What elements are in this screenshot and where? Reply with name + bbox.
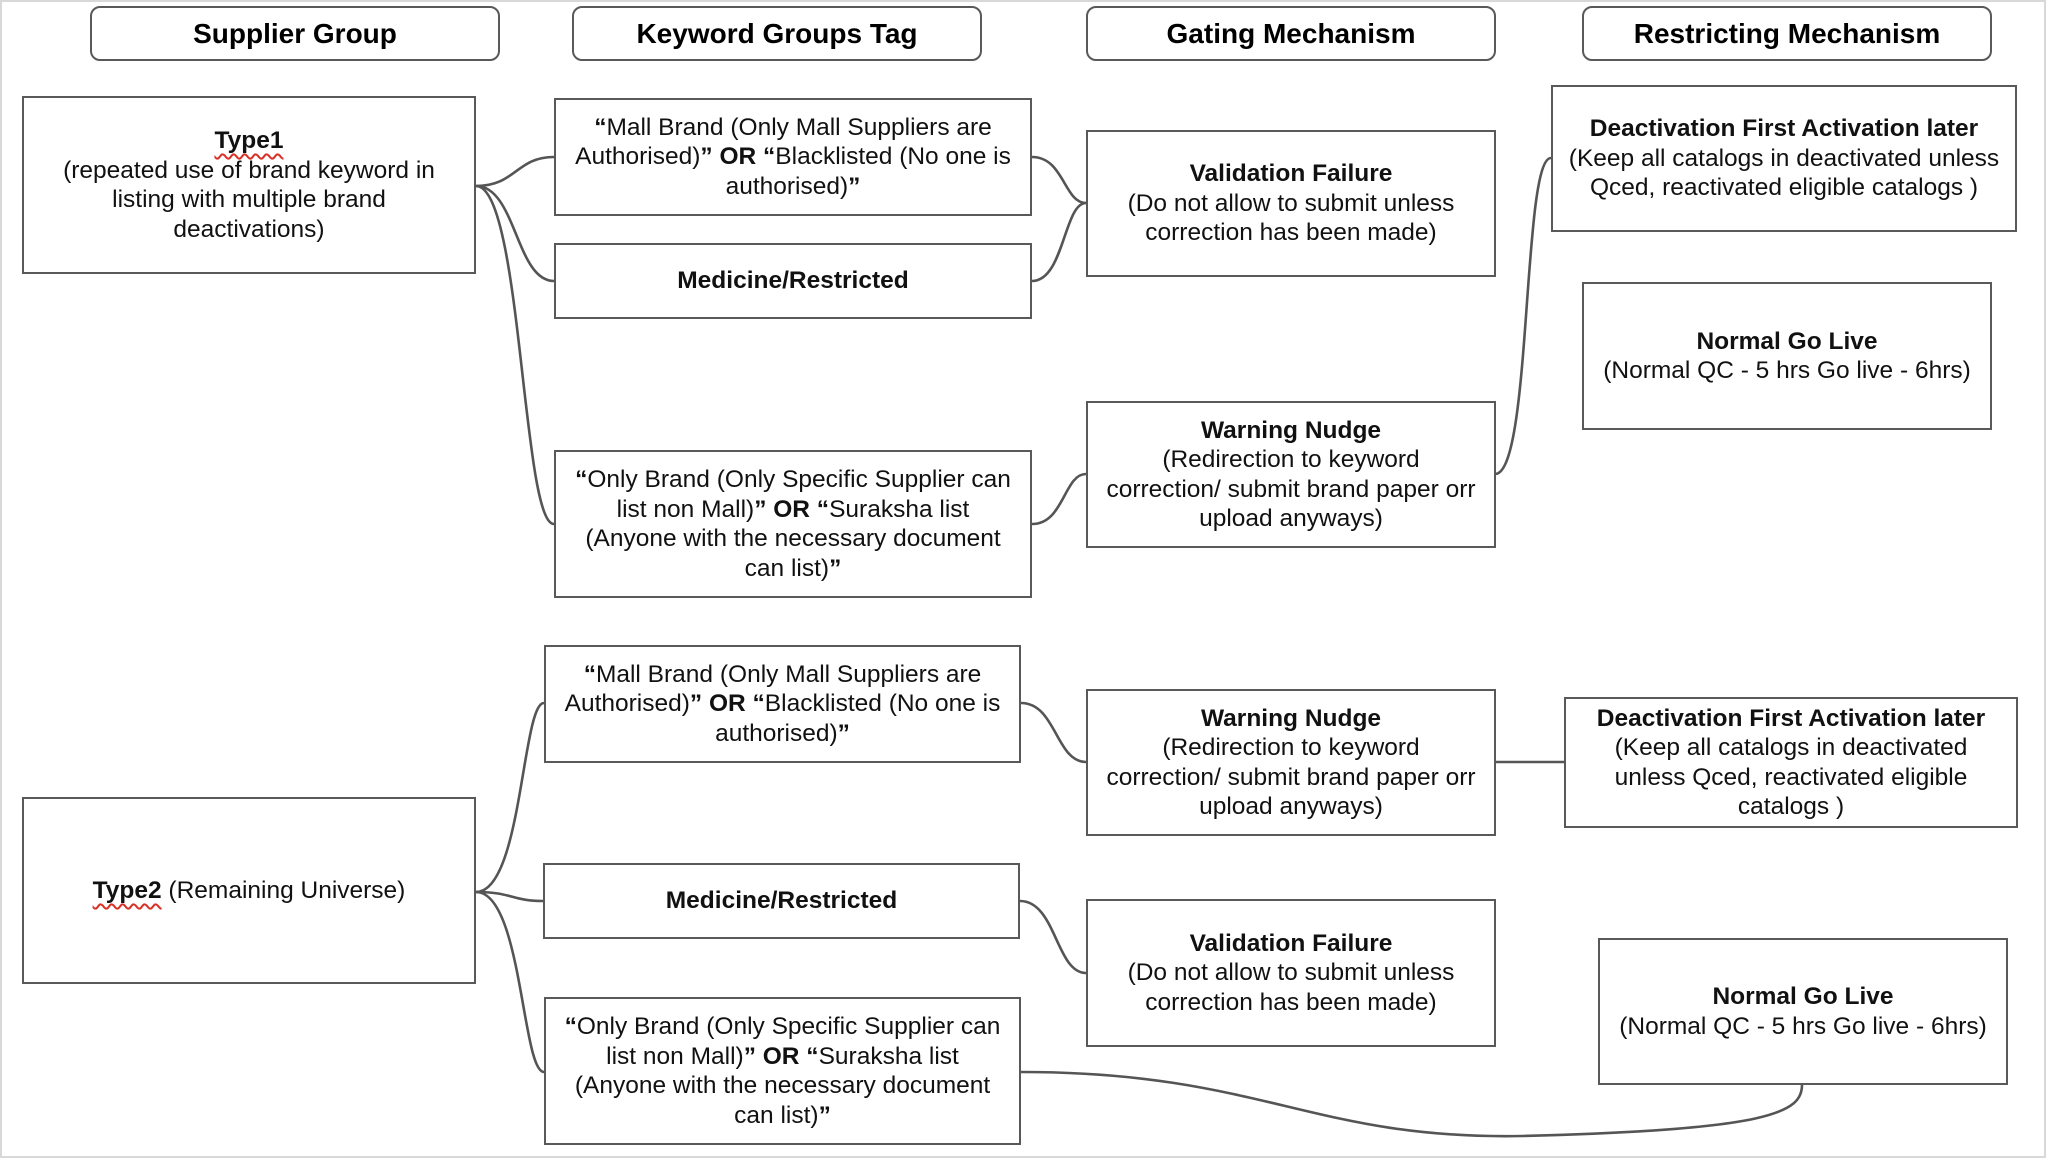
quote-open: “	[564, 1013, 577, 1040]
keyword-blacklisted: Blacklisted (No one is authorised)	[715, 690, 1001, 747]
gating-detail: (Do not allow to submit unless correctio…	[1127, 189, 1455, 247]
keyword-mall-blacklisted-type1: “Mall Brand (Only Mall Suppliers are Aut…	[554, 98, 1032, 216]
restricting-title: Normal Go Live	[1712, 983, 1894, 1010]
keyword-blacklisted: Blacklisted (No one is authorised)	[725, 143, 1011, 200]
restricting-detail: (Keep all catalogs in deactivated unless…	[1614, 734, 1968, 820]
header-supplier-group: Supplier Group	[90, 6, 500, 61]
gating-title: Warning Nudge	[1200, 704, 1382, 732]
connector-type1-to-mall	[475, 155, 555, 188]
keyword-mall-brand: Mall Brand (Only Mall Suppliers are Auth…	[564, 660, 982, 718]
gating-detail: (Redirection to keyword correction/ subm…	[1106, 734, 1476, 820]
restricting-detail: (Normal QC - 5 hrs Go live - 6hrs)	[1603, 357, 1971, 384]
keyword-or: ” OR “	[700, 143, 776, 171]
quote-open: “	[575, 466, 588, 493]
gating-title: Warning Nudge	[1200, 416, 1382, 444]
supplier-type1-name: Type1	[214, 127, 284, 154]
supplier-type1-description: (repeated use of brand keyword in listin…	[63, 156, 435, 243]
gating-validation-failure-type2: Validation Failure (Do not allow to subm…	[1086, 899, 1496, 1047]
restricting-deactivation-type1: Deactivation First Activation later (Kee…	[1551, 85, 2017, 232]
restricting-title: Deactivation First Activation later	[1596, 704, 1986, 732]
connector-t2-only-to-normal	[1020, 1070, 1804, 1138]
quote-close: ”	[837, 719, 850, 747]
connector-type2-to-only	[475, 890, 545, 1074]
connector-t2-mall-to-warning	[1020, 701, 1087, 764]
restricting-detail: (Normal QC - 5 hrs Go live - 6hrs)	[1619, 1012, 1987, 1040]
header-restricting-mechanism: Restricting Mechanism	[1582, 6, 1992, 61]
supplier-type2-box: Type2 (Remaining Universe)	[22, 797, 476, 984]
connector-t2-medicine-to-validation	[1019, 899, 1087, 975]
keyword-suraksha-list: Suraksha list (Anyone with the necessary…	[574, 1042, 991, 1129]
keyword-mall-brand: Mall Brand (Only Mall Suppliers are Auth…	[575, 113, 992, 171]
connector-type1-to-medicine	[475, 184, 555, 283]
keyword-only-suraksha-type1: “Only Brand (Only Specific Supplier can …	[554, 450, 1032, 598]
quote-close: ”	[829, 554, 842, 582]
restricting-normal-go-live-type2: Normal Go Live (Normal QC - 5 hrs Go liv…	[1598, 938, 2008, 1085]
gating-title: Validation Failure	[1189, 160, 1393, 188]
keyword-or: ” OR “	[689, 690, 765, 718]
restricting-title: Deactivation First Activation later	[1589, 115, 1979, 143]
keyword-medicine-label: Medicine/Restricted	[677, 267, 909, 295]
quote-open: “	[594, 113, 607, 141]
connector-medicine-to-validation	[1031, 201, 1087, 283]
supplier-type2-description: (Remaining Universe)	[161, 876, 406, 904]
keyword-or: ” OR “	[743, 1042, 819, 1070]
supplier-type2-name: Type2	[92, 876, 162, 904]
quote-open: “	[583, 660, 596, 688]
quote-close: ”	[818, 1101, 831, 1129]
gating-detail: (Redirection to keyword correction/ subm…	[1106, 446, 1476, 532]
keyword-medicine-restricted-type1: Medicine/Restricted	[554, 243, 1032, 319]
keyword-only-suraksha-type2: “Only Brand (Only Specific Supplier can …	[544, 997, 1021, 1145]
header-keyword-groups-tag: Keyword Groups Tag	[572, 6, 982, 61]
connector-type2-to-medicine	[475, 890, 544, 903]
connector-mall-to-validation	[1031, 155, 1087, 205]
connector-warning-to-deactivation	[1494, 156, 1552, 476]
connector-type1-to-only	[475, 184, 555, 526]
restricting-title: Normal Go Live	[1696, 327, 1878, 355]
supplier-type1-box: Type1 (repeated use of brand keyword in …	[22, 96, 476, 274]
keyword-mall-blacklisted-type2: “Mall Brand (Only Mall Suppliers are Aut…	[544, 645, 1021, 763]
gating-warning-nudge-type1: Warning Nudge (Redirection to keyword co…	[1086, 401, 1496, 548]
gating-warning-nudge-type2: Warning Nudge (Redirection to keyword co…	[1086, 689, 1496, 836]
restricting-deactivation-type2: Deactivation First Activation later (Kee…	[1564, 697, 2018, 828]
restricting-normal-go-live-type1: Normal Go Live (Normal QC - 5 hrs Go liv…	[1582, 282, 1992, 430]
keyword-suraksha-list: Suraksha list (Anyone with the necessary…	[585, 495, 1001, 582]
header-gating-mechanism: Gating Mechanism	[1086, 6, 1496, 61]
keyword-only-brand: Only Brand (Only Specific Supplier can l…	[587, 466, 1011, 523]
gating-validation-failure-type1: Validation Failure (Do not allow to subm…	[1086, 130, 1496, 277]
keyword-only-brand: Only Brand (Only Specific Supplier can l…	[576, 1013, 1001, 1070]
keyword-or: ” OR “	[754, 495, 830, 523]
connector-only-to-warning	[1031, 472, 1087, 526]
restricting-detail: (Keep all catalogs in deactivated unless…	[1568, 144, 2000, 202]
gating-detail: (Do not allow to submit unless correctio…	[1127, 959, 1455, 1016]
connector-type2-to-mall	[475, 701, 545, 894]
keyword-medicine-restricted-type2: Medicine/Restricted	[543, 863, 1020, 939]
gating-title: Validation Failure	[1189, 929, 1393, 957]
keyword-medicine-label: Medicine/Restricted	[665, 887, 898, 915]
quote-close: ”	[848, 172, 861, 200]
